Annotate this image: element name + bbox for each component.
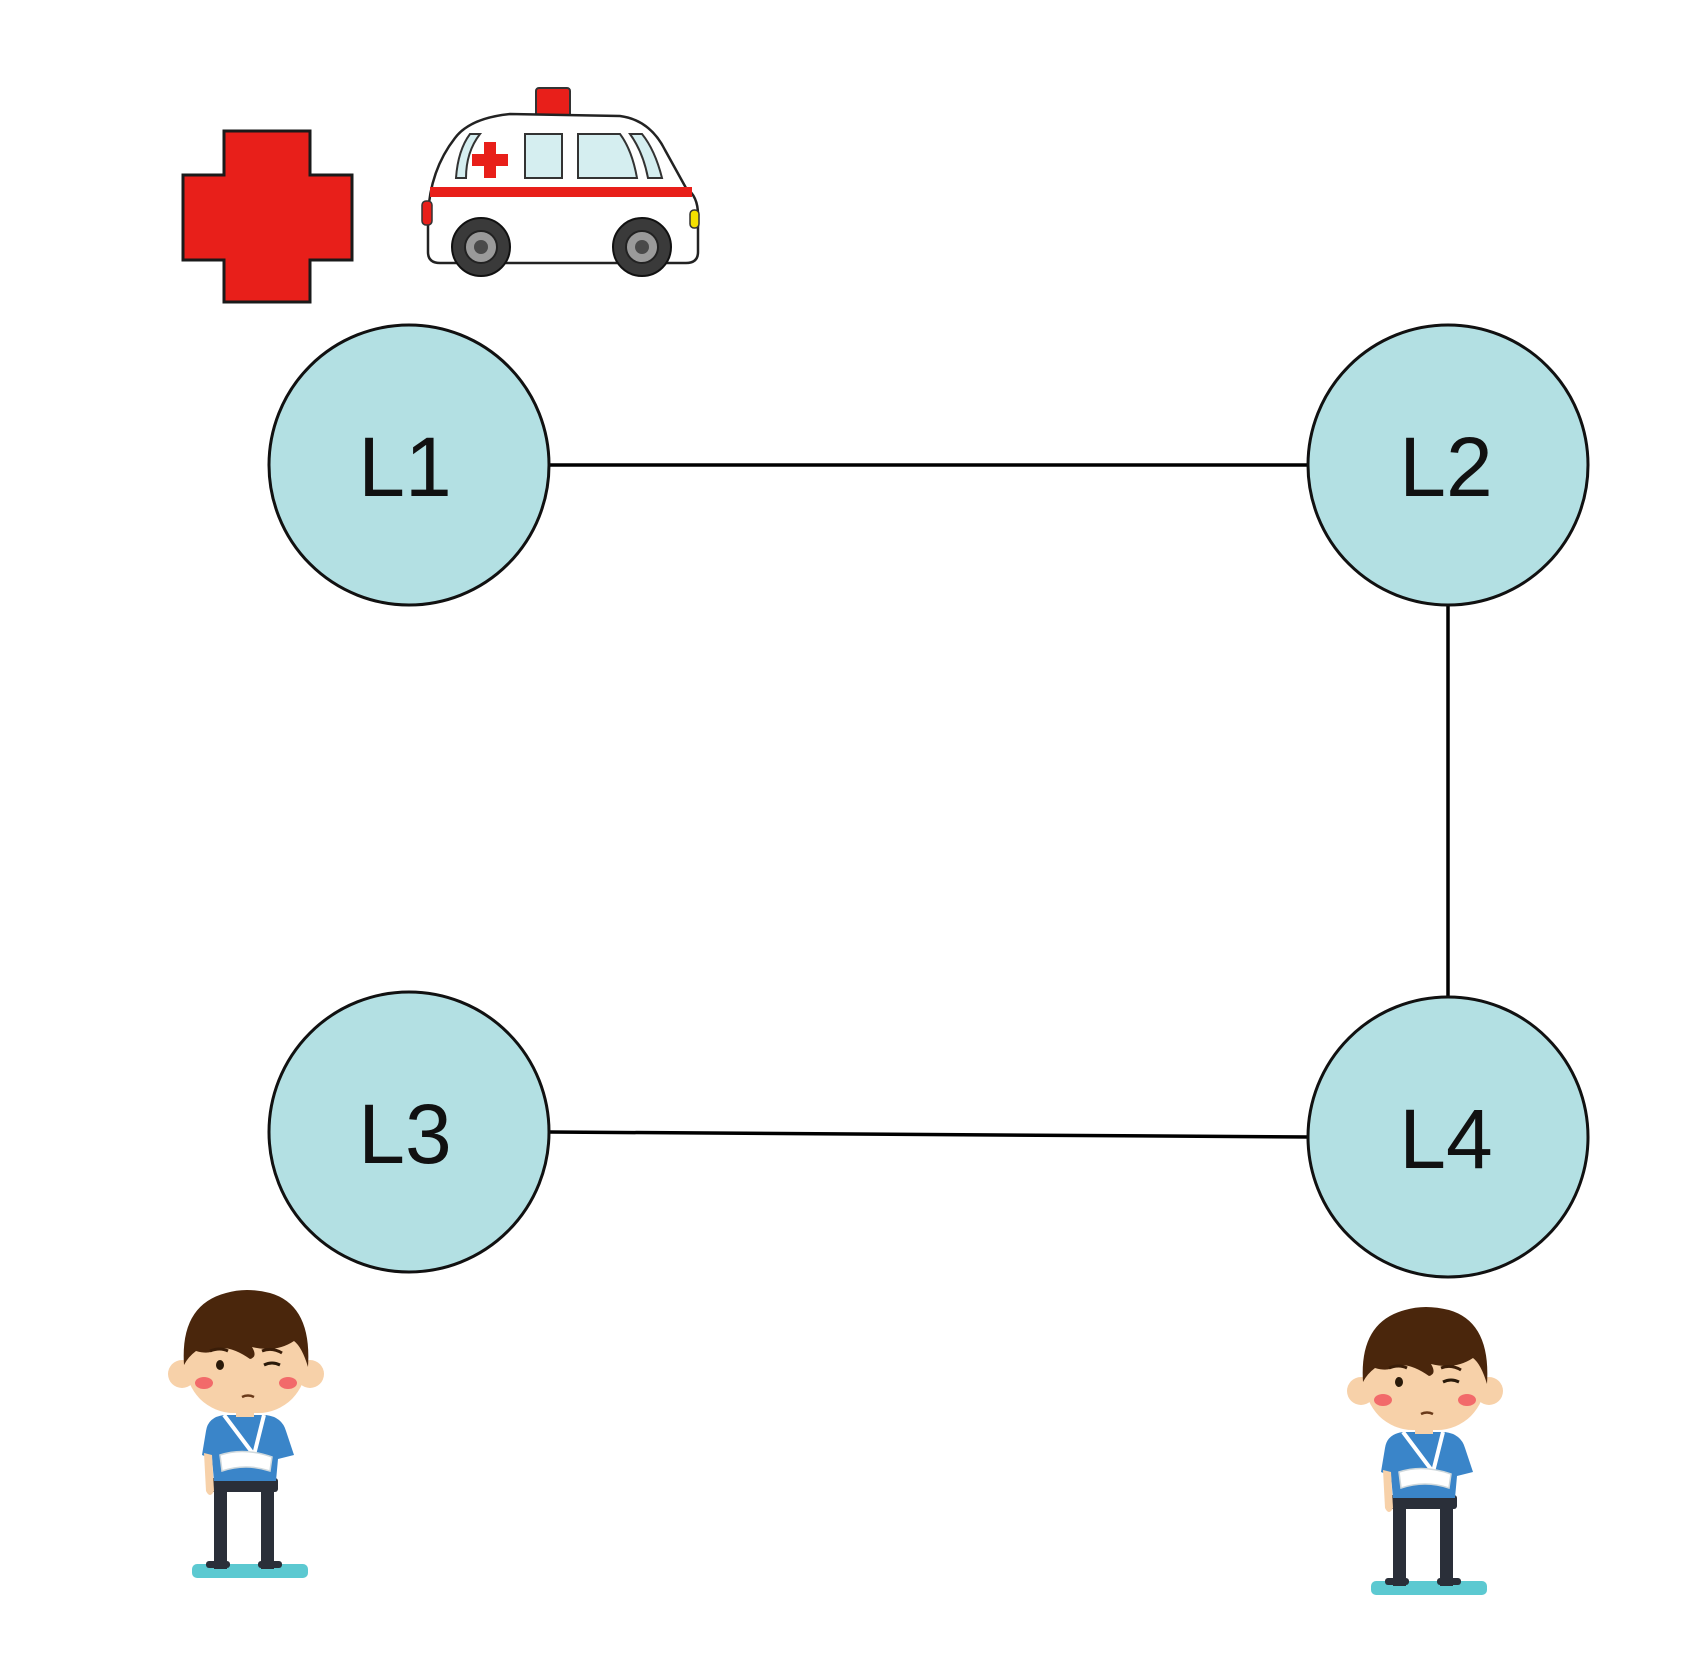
- ambulance-icon: [421, 87, 700, 277]
- node-l2-label: L2: [1399, 420, 1492, 514]
- node-l3-circle: [267, 990, 551, 1274]
- node-l4-label: L4: [1399, 1092, 1492, 1186]
- node-l2-circle: [1306, 323, 1590, 607]
- node-l4: L4: [1306, 995, 1590, 1279]
- injured-patient-icon: [166, 1288, 326, 1580]
- node-l1-circle: [267, 323, 551, 607]
- node-l3: L3: [267, 990, 551, 1274]
- hospital-cross-icon: [181, 129, 354, 304]
- edges: [549, 463, 1450, 1139]
- node-l3-label: L3: [358, 1087, 451, 1181]
- node-l1-label: L1: [358, 420, 451, 514]
- node-l1: L1: [267, 323, 551, 607]
- node-l4-circle: [1306, 995, 1590, 1279]
- node-l2: L2: [1306, 323, 1590, 607]
- injured-patient-icon: [1345, 1305, 1505, 1597]
- edge-l3-l4: [549, 1130, 1310, 1139]
